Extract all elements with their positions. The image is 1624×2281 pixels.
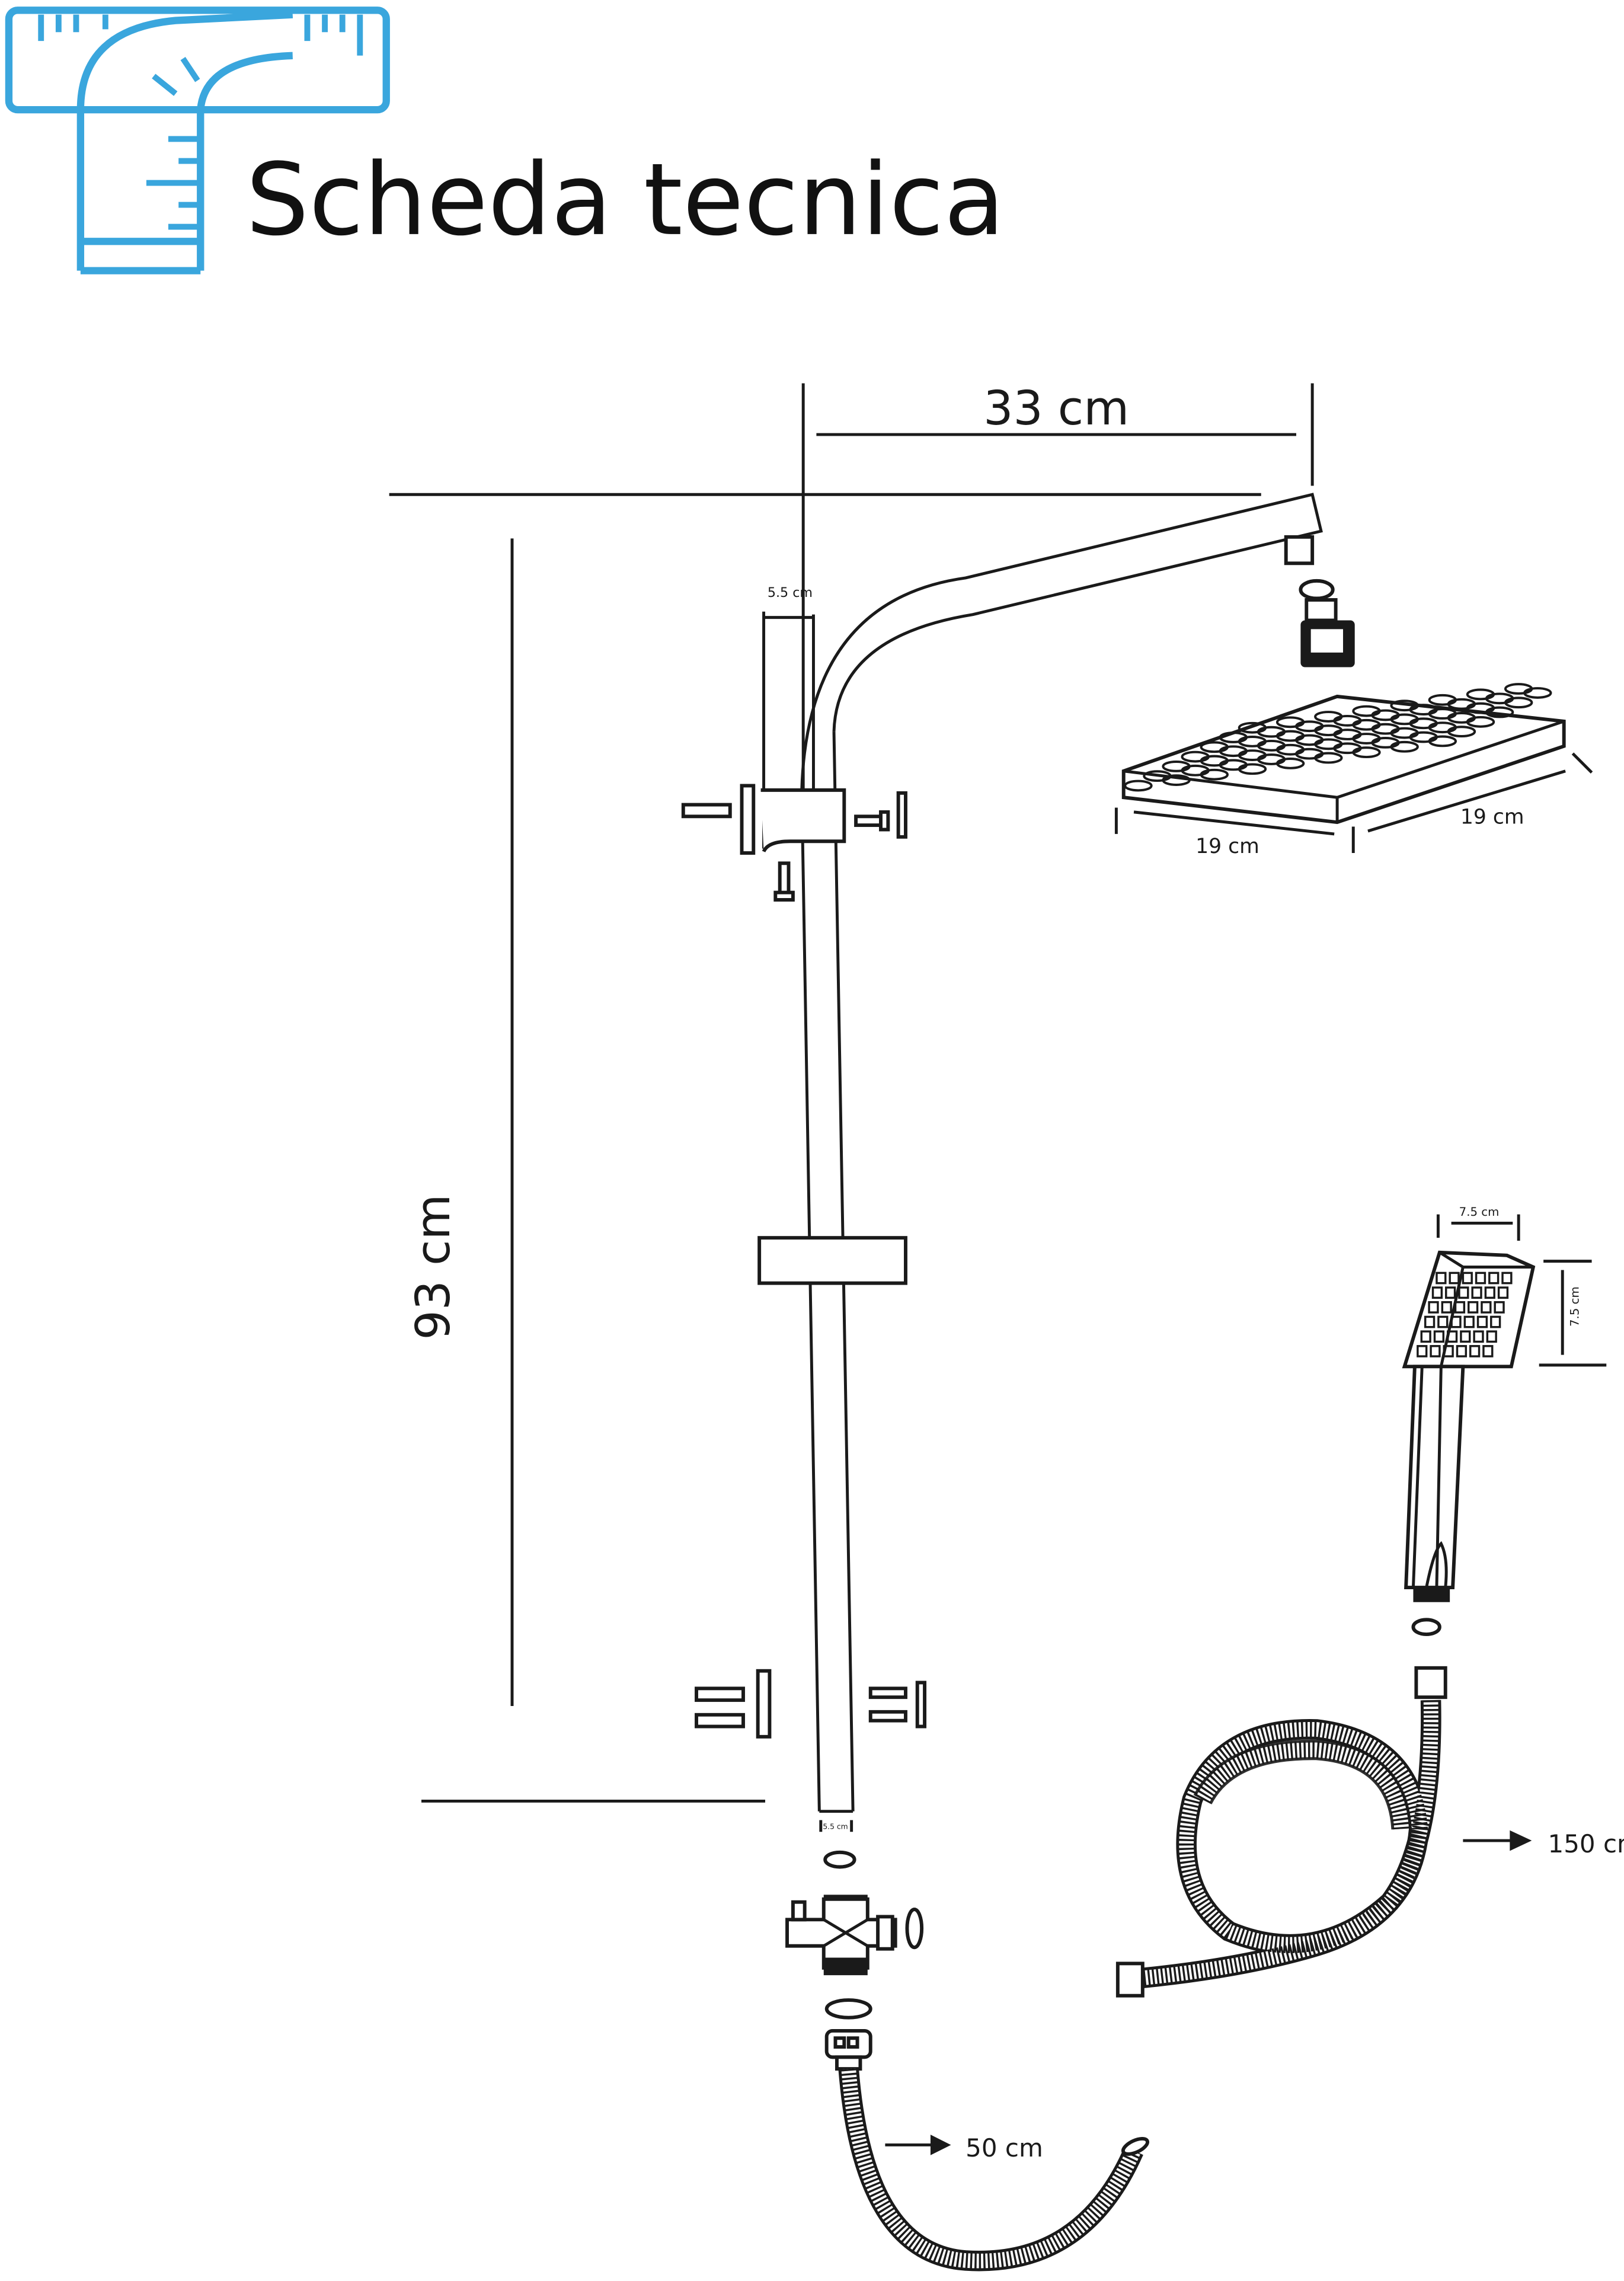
spray-nozzle	[1458, 1286, 1469, 1299]
spray-nozzle	[1456, 1345, 1468, 1357]
spray-nozzle	[1450, 1315, 1462, 1328]
hand-shower-slider	[757, 1236, 907, 1285]
spray-nozzle	[1424, 1315, 1436, 1328]
bottom-wall-bracket: 5.5 cm	[695, 1669, 927, 1832]
spray-hole	[1143, 770, 1172, 782]
hand-width-label: 7.5 cm	[1459, 1205, 1500, 1219]
spray-nozzle	[1484, 1286, 1495, 1299]
spray-hole	[1428, 694, 1457, 706]
spray-nozzle	[1501, 1272, 1513, 1285]
spray-hole	[1124, 779, 1153, 792]
spray-hole	[1275, 716, 1305, 729]
head-width-label: 19 cm	[1195, 835, 1259, 858]
rail-height-dimension: 93 cm	[406, 538, 766, 1803]
spray-nozzle	[1468, 1301, 1479, 1314]
shower-rail	[800, 493, 1323, 1813]
diverter-valve	[785, 1850, 924, 2071]
ruler-t-icon	[5, 7, 390, 274]
hand-shower: 7.5 cm 7.5 cm	[1402, 1205, 1607, 1636]
spray-hole	[1238, 721, 1267, 734]
top-wall-bracket: 5.5 cm	[681, 585, 907, 902]
spray-nozzle	[1433, 1330, 1445, 1343]
spray-hole	[1352, 705, 1381, 717]
spray-nozzle	[1475, 1272, 1486, 1285]
head-depth-label: 19 cm	[1460, 806, 1524, 829]
spray-nozzle	[1488, 1272, 1500, 1285]
spray-nozzle	[1436, 1272, 1447, 1285]
spray-hole	[1200, 741, 1229, 753]
spray-nozzle	[1420, 1330, 1431, 1343]
overhead-connector	[1284, 535, 1355, 667]
spray-hole	[1504, 683, 1533, 695]
spray-nozzle	[1454, 1301, 1466, 1314]
spray-nozzle	[1437, 1315, 1449, 1328]
spray-nozzle	[1428, 1301, 1439, 1314]
spray-nozzle	[1482, 1345, 1494, 1357]
spray-nozzle	[1449, 1272, 1460, 1285]
rail-width-top-label: 5.5 cm	[768, 585, 813, 600]
rail-height-label: 93 cm	[406, 1194, 461, 1340]
spray-nozzle	[1473, 1330, 1484, 1343]
spray-hole	[1219, 731, 1248, 743]
long-hose: 150 cm	[1115, 1666, 1624, 1998]
spray-nozzle	[1469, 1345, 1481, 1357]
rail-width-bottom-label: 5.5 cm	[823, 1822, 848, 1830]
spray-nozzle	[1417, 1345, 1428, 1357]
spray-nozzle	[1486, 1330, 1497, 1343]
spray-hole	[1162, 760, 1191, 772]
spray-nozzle	[1441, 1301, 1452, 1314]
short-hose-label: 50 cm	[966, 2133, 1043, 2162]
arm-length-label: 33 cm	[983, 381, 1129, 436]
spray-nozzle	[1446, 1330, 1458, 1343]
long-hose-label: 150 cm	[1548, 1829, 1624, 1858]
spray-hole	[1466, 688, 1495, 701]
spray-nozzle	[1497, 1286, 1509, 1299]
spray-nozzle	[1430, 1345, 1441, 1357]
spray-nozzle	[1494, 1301, 1505, 1314]
hand-height-label: 7.5 cm	[1568, 1286, 1581, 1327]
short-hose: 50 cm	[838, 2068, 1150, 2272]
spray-nozzle	[1463, 1315, 1475, 1328]
spray-nozzle	[1471, 1286, 1482, 1299]
page-title: Scheda tecnica	[246, 142, 1005, 258]
spray-nozzle	[1431, 1286, 1443, 1299]
spray-nozzle	[1481, 1301, 1492, 1314]
arm-length-dimension: 33 cm	[801, 381, 1314, 820]
spray-hole	[1314, 711, 1343, 723]
spray-hole	[1390, 699, 1419, 712]
spray-nozzle	[1490, 1315, 1501, 1328]
overhead-shower-head: 19 cm 19 cm	[1114, 683, 1593, 858]
spray-nozzle	[1460, 1330, 1471, 1343]
spray-nozzle	[1476, 1315, 1488, 1328]
spray-hole	[1181, 750, 1210, 763]
spray-nozzle	[1443, 1345, 1454, 1357]
spray-nozzle	[1462, 1272, 1473, 1285]
spray-nozzle	[1445, 1286, 1456, 1299]
